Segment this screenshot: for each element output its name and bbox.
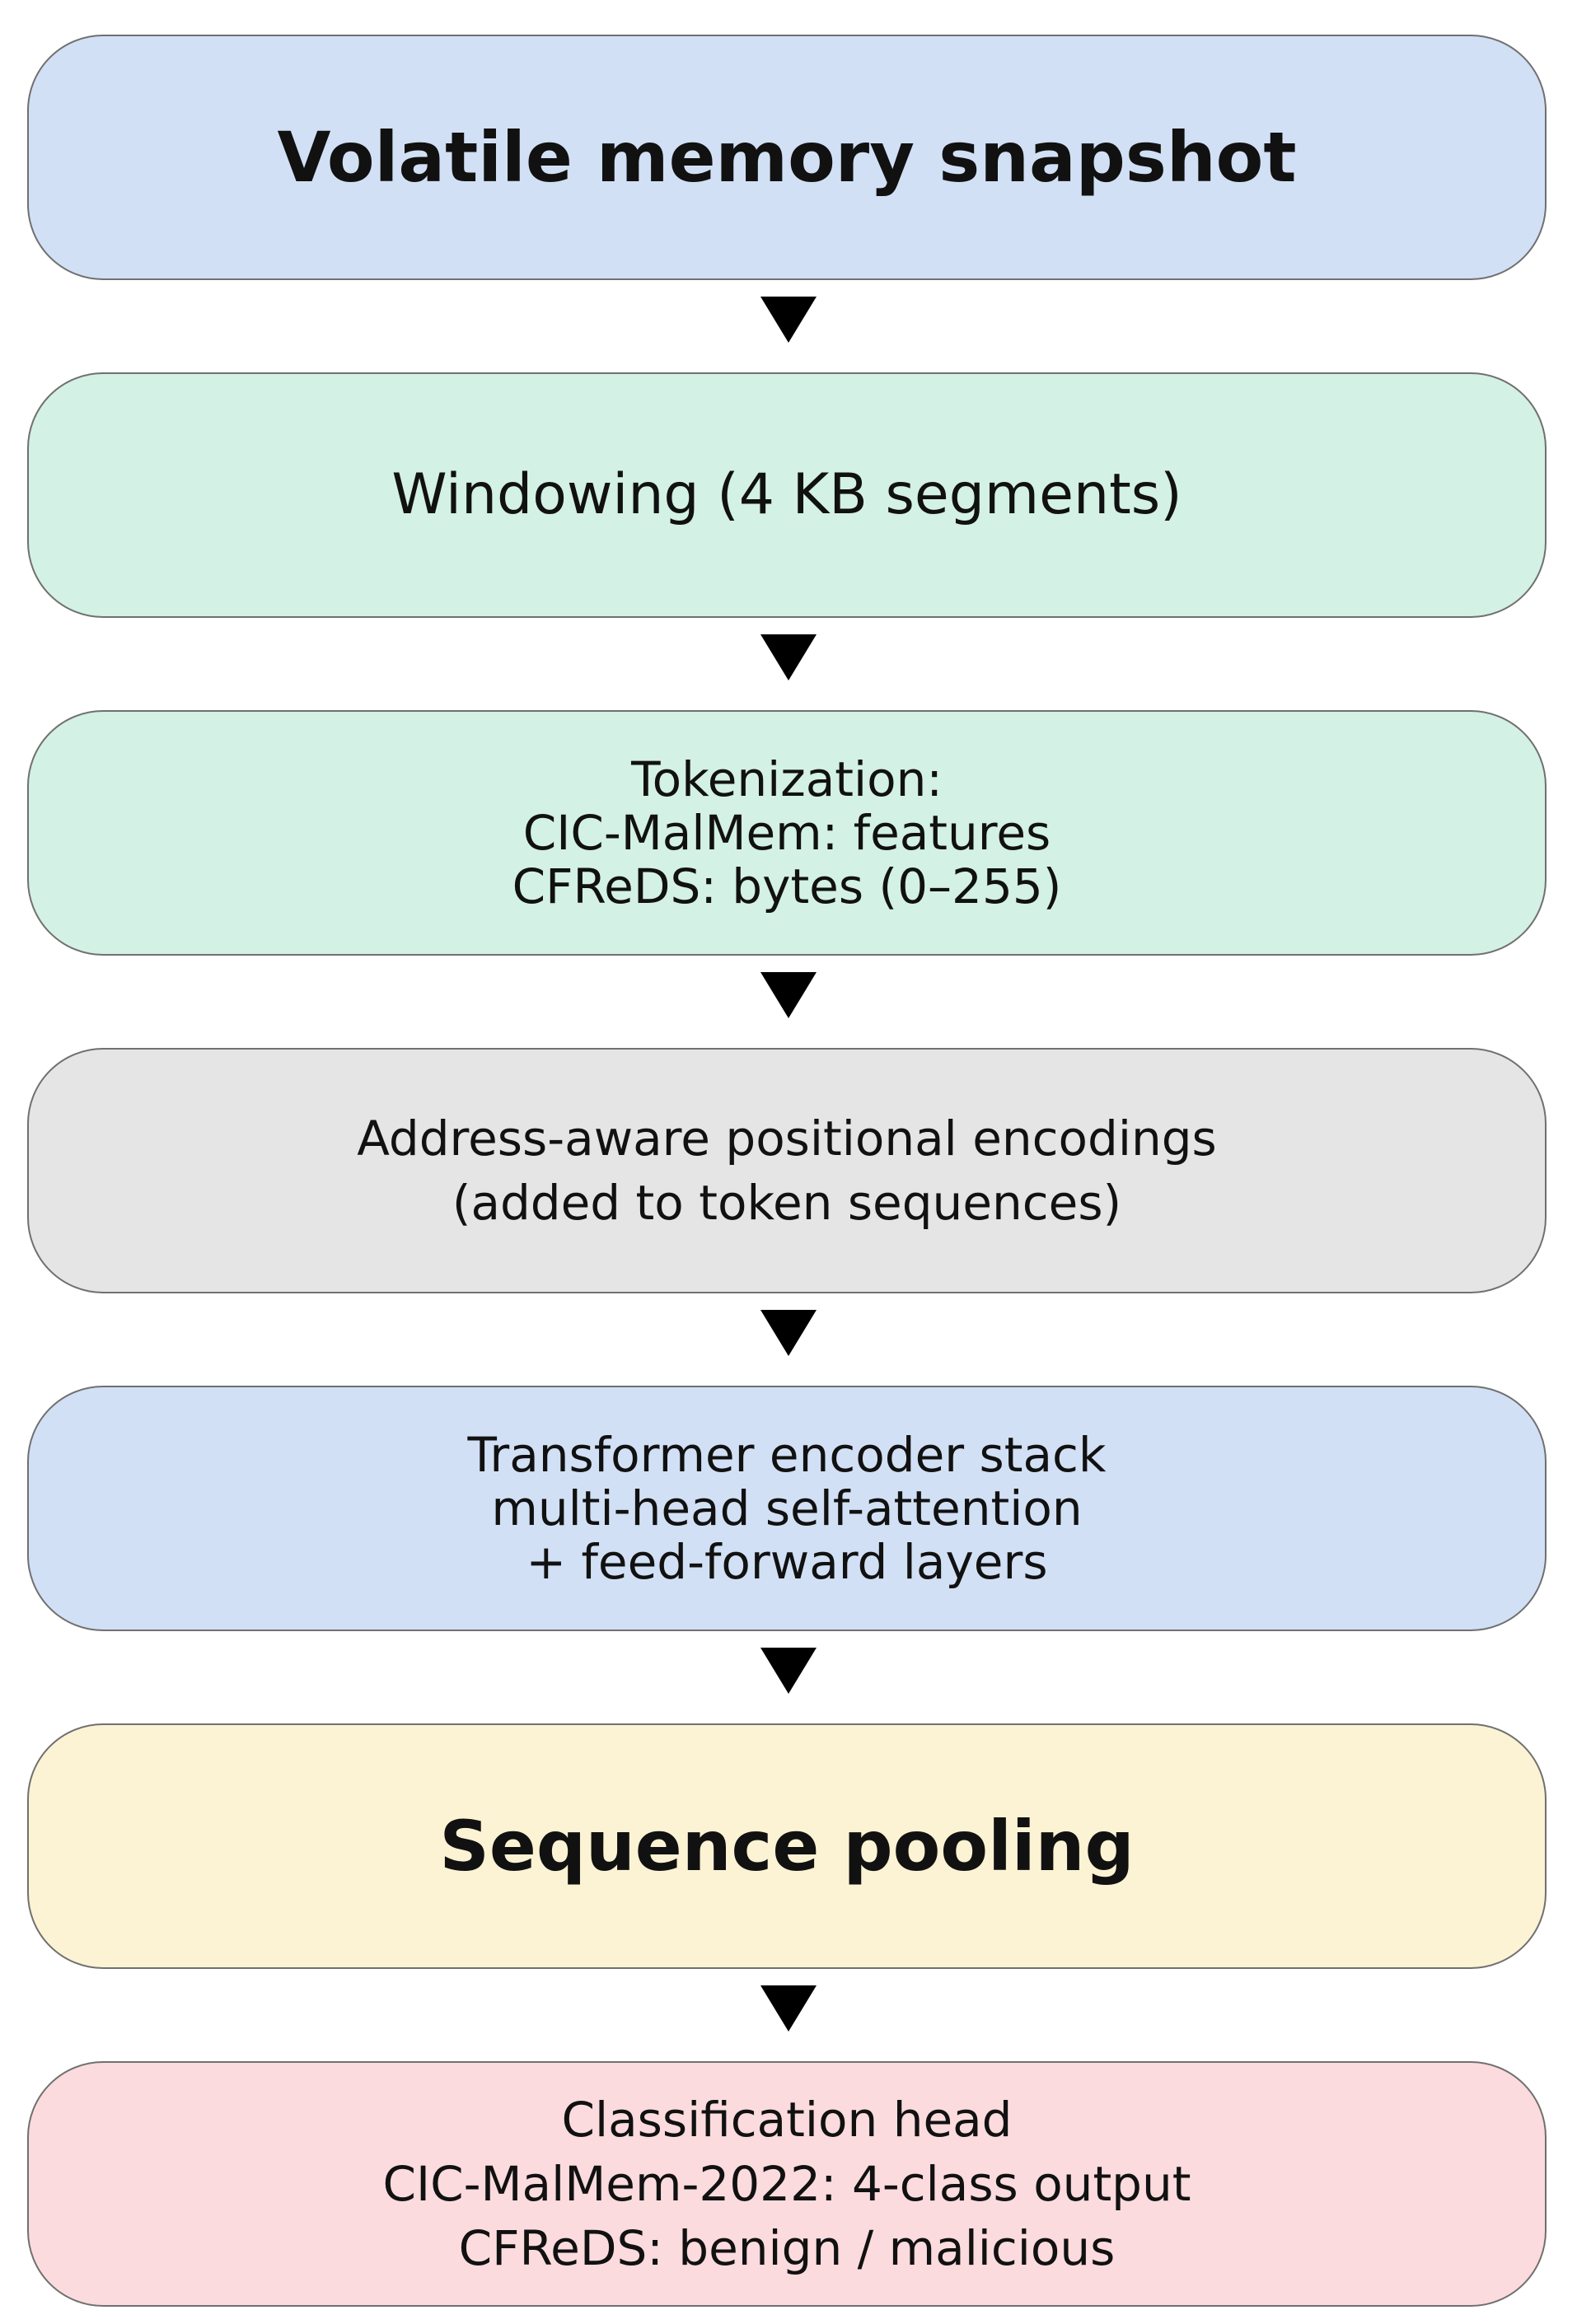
step-detail: CFReDS: benign / malicious: [458, 2220, 1116, 2276]
step-label: Windowing (4 KB segments): [391, 461, 1182, 527]
step-label: Tokenization:: [631, 751, 943, 807]
flow-arrow-down-icon: [760, 972, 817, 1018]
step-label: Volatile memory snapshot: [277, 116, 1297, 198]
step-tokenization: Tokenization: CIC-MalMem: features CFReD…: [27, 710, 1547, 956]
flow-arrow-down-icon: [760, 1985, 817, 2032]
step-windowing: Windowing (4 KB segments): [27, 372, 1547, 618]
step-detail: multi-head self-attention: [491, 1480, 1083, 1536]
step-sequence-pooling: Sequence pooling: [27, 1723, 1547, 1969]
flow-arrow-down-icon: [760, 1648, 817, 1694]
step-detail: CIC-MalMem: features: [522, 804, 1051, 861]
flow-arrow-down-icon: [760, 634, 817, 680]
step-label: Address-aware positional encodings: [357, 1111, 1217, 1167]
flow-arrow-down-icon: [760, 297, 817, 343]
step-detail: CIC-MalMem-2022: 4-class output: [382, 2156, 1191, 2212]
step-label: Transformer encoder stack: [467, 1426, 1107, 1483]
step-classification-head: Classification head CIC-MalMem-2022: 4-c…: [27, 2061, 1547, 2307]
step-transformer-encoder: Transformer encoder stack multi-head sel…: [27, 1386, 1547, 1631]
step-detail: + feed-forward layers: [526, 1533, 1048, 1590]
flow-arrow-down-icon: [760, 1310, 817, 1356]
step-volatile-memory-snapshot: Volatile memory snapshot: [27, 35, 1547, 280]
step-detail: (added to token sequences): [452, 1175, 1122, 1231]
step-positional-encodings: Address-aware positional encodings (adde…: [27, 1048, 1547, 1293]
step-detail: CFReDS: bytes (0–255): [512, 858, 1062, 914]
step-label: Sequence pooling: [439, 1805, 1135, 1887]
step-label: Classification head: [561, 2092, 1013, 2148]
